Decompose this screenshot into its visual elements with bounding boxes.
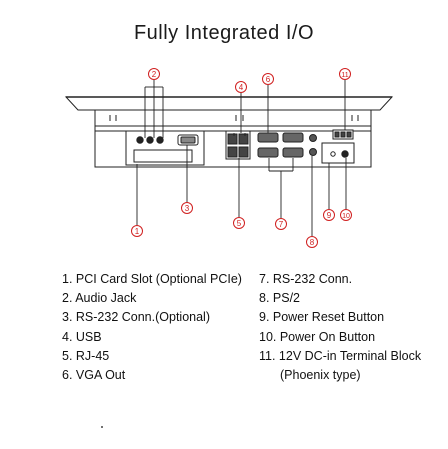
callout-3: 3: [181, 202, 193, 214]
io-panel-diagram: 1 2 3 4 5 6 7 8 9 10 11: [64, 68, 394, 248]
svg-text:4: 4: [239, 83, 244, 92]
callout-5: 5: [233, 217, 245, 229]
legend-item: (Phoenix type): [280, 368, 361, 383]
svg-text:8: 8: [310, 238, 315, 247]
legend-item: 8. PS/2: [259, 291, 300, 306]
legend-item: 6. VGA Out: [62, 368, 126, 383]
svg-text:7: 7: [279, 220, 284, 229]
svg-text:6: 6: [266, 75, 271, 84]
callout-9: 9: [323, 209, 335, 221]
svg-text:9: 9: [327, 211, 332, 220]
callouts: 1 2 3 4 5 6 7 8 9 10 11: [131, 68, 352, 248]
callout-7: 7: [275, 218, 287, 230]
legend-item: 5. RJ-45: [62, 348, 110, 363]
callout-8: 8: [306, 236, 318, 248]
legend-item: 7. RS-232 Conn.: [259, 272, 353, 286]
callout-4: 4: [235, 81, 247, 93]
callout-1: 1: [131, 225, 143, 237]
svg-text:11: 11: [341, 72, 348, 79]
legend-item: 10. Power On Button: [259, 329, 376, 344]
callout-6: 6: [262, 73, 274, 85]
legend-item: 4. USB: [62, 329, 102, 344]
legend-item: 3. RS-232 Conn.(Optional): [62, 310, 210, 325]
callout-10: 10: [340, 209, 352, 221]
legend-right-column: 7. RS-232 Conn. 8. PS/2 9. Power Reset B…: [259, 270, 421, 385]
device-body: [64, 96, 394, 168]
svg-text:10: 10: [342, 213, 350, 220]
svg-text:3: 3: [185, 204, 190, 213]
callout-2: 2: [148, 68, 160, 80]
svg-text:1: 1: [135, 227, 140, 236]
legend-item: 2. Audio Jack: [62, 291, 137, 306]
callout-11: 11: [339, 68, 351, 80]
stray-dot: [101, 426, 103, 428]
page-title: Fully Integrated I/O: [133, 22, 315, 44]
legend-item: 9. Power Reset Button: [259, 310, 385, 325]
svg-text:5: 5: [237, 219, 242, 228]
legend-item: 1. PCI Card Slot (Optional PCIe): [62, 272, 242, 286]
svg-text:2: 2: [152, 70, 157, 79]
legend-left-column: 1. PCI Card Slot (Optional PCIe) 2. Audi…: [62, 270, 242, 385]
callout-lines: [136, 80, 347, 236]
legend-item: 11. 12V DC-in Terminal Block: [259, 348, 422, 363]
